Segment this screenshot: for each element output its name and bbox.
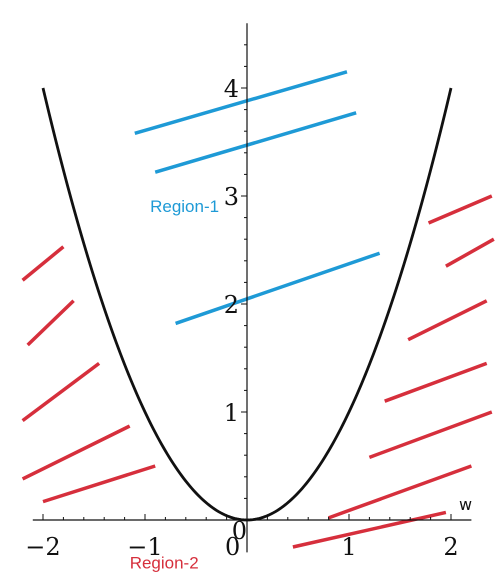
region-1-segments bbox=[134, 70, 381, 326]
y-tick-label: 0 bbox=[232, 517, 247, 545]
region-1-segment bbox=[134, 70, 348, 136]
region-2-label: Region-2 bbox=[130, 554, 199, 573]
region-2-segment bbox=[328, 464, 472, 520]
x-axis-ticks: −2 −1 0 1 2 bbox=[25, 514, 459, 561]
region-1-segment bbox=[175, 251, 381, 326]
y-axis-ticks: 0 1 2 3 4 bbox=[224, 44, 247, 545]
region-2-segment bbox=[26, 299, 75, 347]
region-1-segment bbox=[154, 111, 357, 174]
region-2-segment bbox=[21, 245, 65, 282]
region-2-segment bbox=[42, 464, 156, 504]
x-tick-label: −1 bbox=[127, 533, 162, 561]
y-tick-label: 3 bbox=[224, 183, 239, 211]
region-2-segment bbox=[427, 194, 493, 225]
region-2-segments bbox=[21, 194, 495, 549]
region-2-segment bbox=[21, 424, 131, 481]
region-2-segment bbox=[384, 361, 488, 403]
region-2-segment bbox=[407, 299, 488, 342]
x-tick-label: 0 bbox=[225, 533, 240, 561]
y-tick-label: 4 bbox=[224, 75, 239, 103]
x-axis-label: w bbox=[459, 495, 472, 514]
y-tick-label: 1 bbox=[224, 399, 239, 427]
region-1-label: Region-1 bbox=[150, 197, 219, 216]
region-2-segment bbox=[445, 237, 495, 268]
region-2-segment bbox=[368, 410, 493, 460]
region-2-segment bbox=[21, 361, 101, 423]
x-tick-label: 1 bbox=[341, 533, 356, 561]
region-2-segment bbox=[292, 510, 447, 549]
x-tick-label: 2 bbox=[443, 533, 458, 561]
x-tick-label: −2 bbox=[25, 533, 60, 561]
y-tick-label: 2 bbox=[224, 291, 239, 319]
